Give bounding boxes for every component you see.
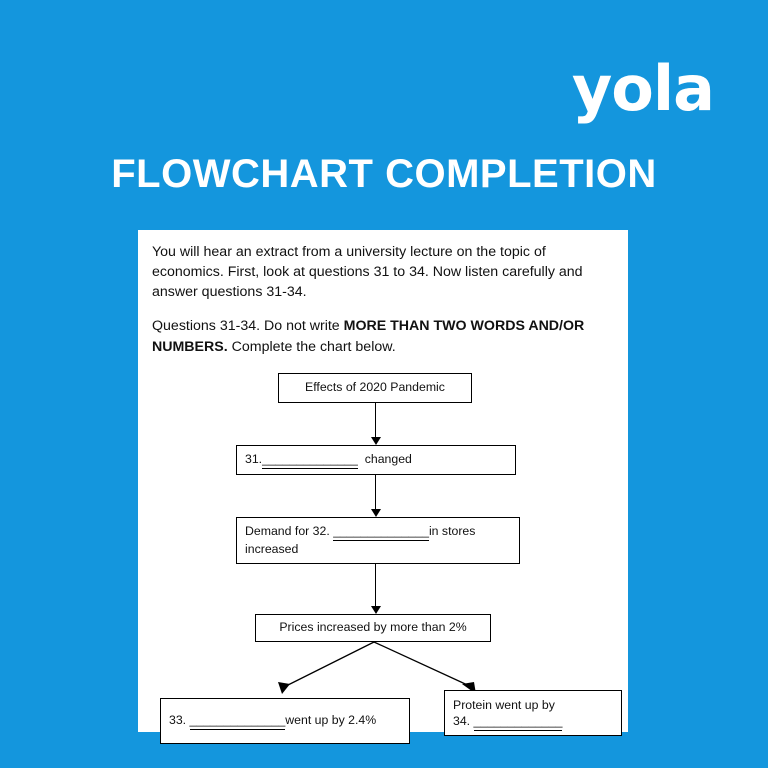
instruction-prefix: Questions 31-34. Do not write [152, 318, 344, 335]
flowchart: Effects of 2020 Pandemic 31.____________… [152, 372, 622, 744]
flow-node-effects: Effects of 2020 Pandemic [278, 372, 472, 403]
flow-node-31-prefix: 31. [245, 451, 263, 466]
flow-node-32-blank: ______________ [333, 523, 429, 541]
page-title: FLOWCHART COMPLETION [111, 152, 657, 196]
flow-node-prices-label: Prices increased by more than 2% [279, 620, 467, 635]
flow-node-34-prefix: 34. [453, 714, 471, 729]
flow-node-33-blank: ______________ [189, 712, 286, 730]
worksheet-panel: You will hear an extract from a universi… [138, 230, 628, 744]
flow-node-31: 31.______________ changed [236, 444, 516, 475]
worksheet-intro: You will hear an extract from a universi… [152, 244, 583, 301]
yola-logo: yola [571, 52, 715, 125]
instruction-bold: MORE THAN TWO WORDS AND/OR NUMBERS. [152, 318, 585, 355]
flow-node-33-prefix: 33. [169, 712, 187, 727]
worksheet-instruction: Questions 31-34. Do not write MORE THAN … [152, 316, 614, 356]
flow-node-34-line1: Protein went up by [453, 697, 555, 712]
flow-node-31-suffix: changed [364, 451, 412, 466]
flow-node-prices: Prices increased by more than 2% [255, 613, 491, 642]
flow-node-32: Demand for 32. ______________in stores i… [236, 516, 520, 564]
flow-node-effects-label: Effects of 2020 Pandemic [305, 380, 445, 395]
flow-node-34-blank: _____________ [473, 713, 563, 731]
flow-node-33-suffix: went up by 2.4% [285, 712, 377, 727]
flow-node-32-suffix: in stores increased [245, 524, 476, 556]
flow-node-33: 33. ______________went up by 2.4% [160, 697, 410, 744]
flow-node-34: Protein went up by 34. _____________ [444, 689, 622, 736]
instruction-suffix: Complete the chart below. [227, 338, 396, 355]
flow-node-31-blank: ______________ [262, 451, 358, 469]
flow-node-32-prefix: Demand for 32. [245, 524, 330, 539]
